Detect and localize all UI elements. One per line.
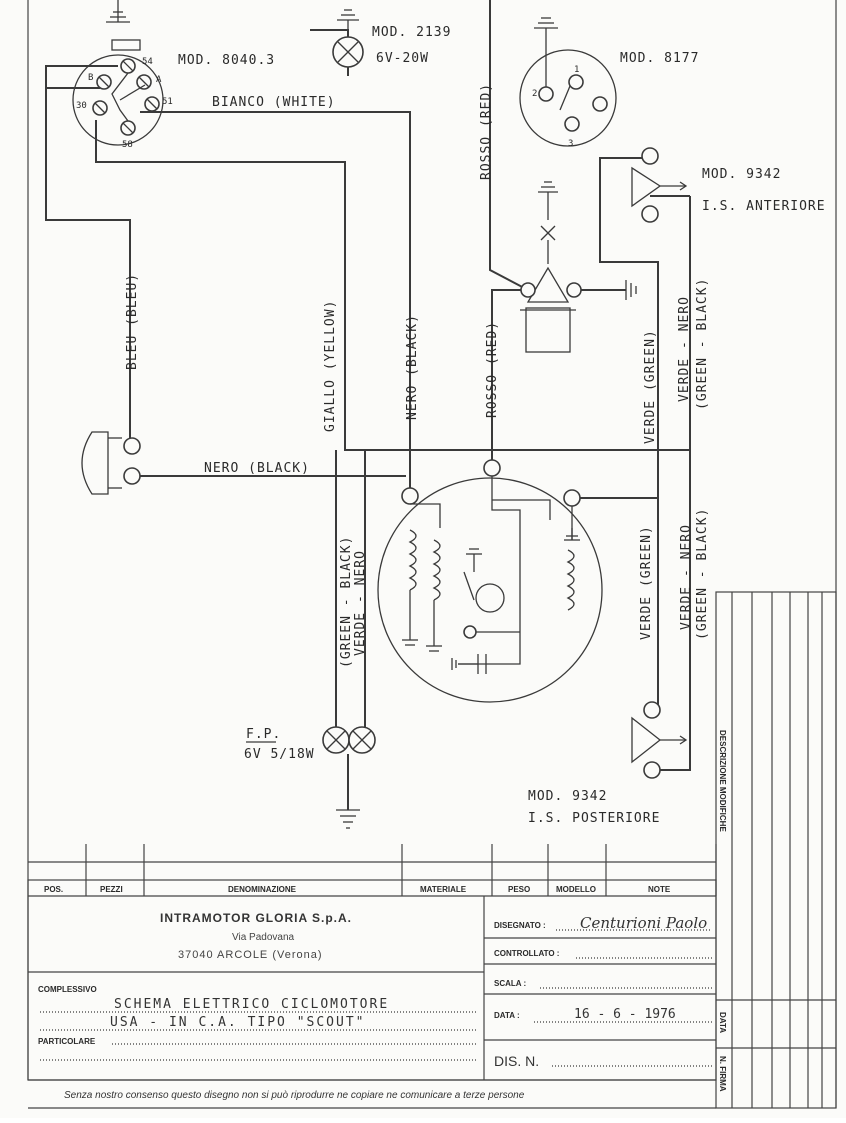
rear-indicator-label: I.S. POSTERIORE (528, 811, 660, 826)
label-rosso-upper: ROSSO (RED) (479, 83, 494, 180)
fp-label: F.P. (246, 727, 281, 742)
footer-note: Senza nostro consenso questo disegno non… (64, 1090, 525, 1101)
revision-descrizione: DESCRIZIONE MODIFICHE (718, 730, 727, 832)
mod9342-front-label: MOD. 9342 (702, 167, 781, 182)
mod8177-label: MOD. 8177 (620, 51, 699, 66)
wire-giallo (95, 120, 366, 740)
particolare-label: PARTICOLARE (38, 1037, 96, 1046)
header-denominazione: DENOMINAZIONE (228, 885, 297, 894)
fp-rating-label: 6V 5/18W (244, 747, 315, 762)
mod8177-unit: 1 2 3 MOD. 8177 (519, 49, 699, 149)
wire-bianco-nero (140, 111, 411, 492)
switch-terminal-51: 51 (162, 97, 173, 107)
mod8177-terminal-2: 2 (532, 89, 537, 99)
switch-terminal-a: A (156, 75, 162, 85)
data-value: 16 - 6 - 1976 (574, 1007, 676, 1022)
switch-terminal-54: 54 (142, 57, 153, 67)
label-verde-upper: VERDE (GREEN) (643, 329, 658, 444)
scala-label: SCALA : (494, 979, 526, 988)
ground-symbols (106, 0, 637, 829)
front-indicator-label: I.S. ANTERIORE (702, 199, 826, 214)
label-green-black-left: (GREEN - BLACK) (339, 536, 354, 668)
data-label: DATA : (494, 1011, 520, 1020)
revision-panel: DESCRIZIONE MODIFICHE DATA N. FIRMA (715, 591, 837, 1109)
label-rosso-lower: ROSSO (RED) (485, 321, 500, 418)
lamp-rating-label: 6V-20W (376, 51, 429, 66)
label-verde-nero-upper: VERDE - NERO (677, 296, 692, 402)
label-verde-lower: VERDE (GREEN) (639, 525, 654, 640)
ground-flasher-top (538, 181, 558, 264)
header-pezzi: PEZZI (100, 885, 123, 894)
wire-labels: BIANCO (WHITE) BLEU (BLEU) GIALLO (YELLO… (125, 83, 710, 668)
switch-terminal-b: B (88, 73, 93, 83)
company-name: INTRAMOTOR GLORIA S.p.A. (160, 911, 352, 925)
wire-switch-top-loop (45, 65, 118, 89)
label-giallo: GIALLO (YELLOW) (323, 300, 338, 432)
ground-mod8177 (534, 17, 558, 62)
company-street: Via Padovana (232, 932, 295, 943)
rear-indicator-mod9342: MOD. 9342 I.S. POSTERIORE (528, 701, 688, 826)
title-line-1: SCHEMA ELETTRICO CICLOMOTORE (114, 997, 389, 1012)
revision-data: DATA (718, 1012, 727, 1033)
header-materiale: MATERIALE (420, 885, 467, 894)
header-pos: POS. (44, 885, 63, 894)
label-verde-nero-lower: VERDE - NERO (679, 524, 694, 630)
fp-lamps: F.P. 6V 5/18W (244, 726, 376, 762)
wires (45, 0, 691, 810)
mod8040-label: MOD. 8040.3 (178, 53, 275, 68)
label-green-black-lower: (GREEN - BLACK) (695, 508, 710, 640)
ground-fp (336, 809, 360, 829)
wire-bleu (45, 88, 131, 440)
switch-terminal-30: 30 (76, 101, 87, 111)
title-line-2: USA - IN C.A. TIPO "SCOUT" (110, 1015, 366, 1030)
header-modello: MODELLO (556, 885, 596, 894)
flasher-unit (520, 266, 582, 353)
ground-flasher-right (625, 280, 637, 300)
label-bleu: BLEU (BLEU) (125, 273, 140, 370)
header-peso: PESO (508, 885, 530, 894)
complessivo-label: COMPLESSIVO (38, 985, 97, 994)
dis-label: DIS. N. (494, 1053, 539, 1069)
wire-rosso-upper (489, 0, 529, 291)
disegnato-label: DISEGNATO : (494, 921, 546, 930)
label-green-black-upper: (GREEN - BLACK) (695, 278, 710, 410)
magneto-generator (377, 459, 603, 703)
ground-switch (106, 0, 130, 23)
mod2139-label: MOD. 2139 (372, 25, 451, 40)
mod9342-rear-label: MOD. 9342 (528, 789, 607, 804)
mod8177-terminal-1: 1 (574, 65, 579, 75)
switch-terminal-58: 58 (122, 140, 133, 150)
front-indicator-mod9342: MOD. 9342 I.S. ANTERIORE (631, 147, 826, 223)
ground-lamp-2139 (337, 9, 359, 30)
disegnato-signature: Centurioni Paolo (580, 914, 707, 932)
wire-verde-upper (574, 157, 659, 499)
mod8177-terminal-3: 3 (568, 139, 573, 149)
controllato-label: CONTROLLATO : (494, 949, 559, 958)
title-block: POS. PEZZI DENOMINAZIONE MATERIALE PESO … (27, 844, 717, 1109)
wire-rosso-lower (491, 289, 528, 468)
label-bianco: BIANCO (WHITE) (212, 95, 336, 110)
label-verde-nero-left: VERDE - NERO (353, 550, 368, 656)
ignition-switch-mod8040: 54 B A 30 51 58 MOD. 8040.3 (72, 39, 275, 150)
header-note: NOTE (648, 885, 671, 894)
label-nero-horizontal: NERO (BLACK) (204, 461, 310, 476)
wire-verde-nero-lower (652, 450, 691, 771)
revision-firma: N. FIRMA (718, 1056, 727, 1092)
company-city: 37040 ARCOLE (Verona) (178, 949, 323, 961)
tail-light (81, 431, 141, 495)
lamp-mod2139: MOD. 2139 6V-20W (332, 25, 451, 76)
label-nero-vertical: NERO (BLACK) (405, 314, 420, 420)
